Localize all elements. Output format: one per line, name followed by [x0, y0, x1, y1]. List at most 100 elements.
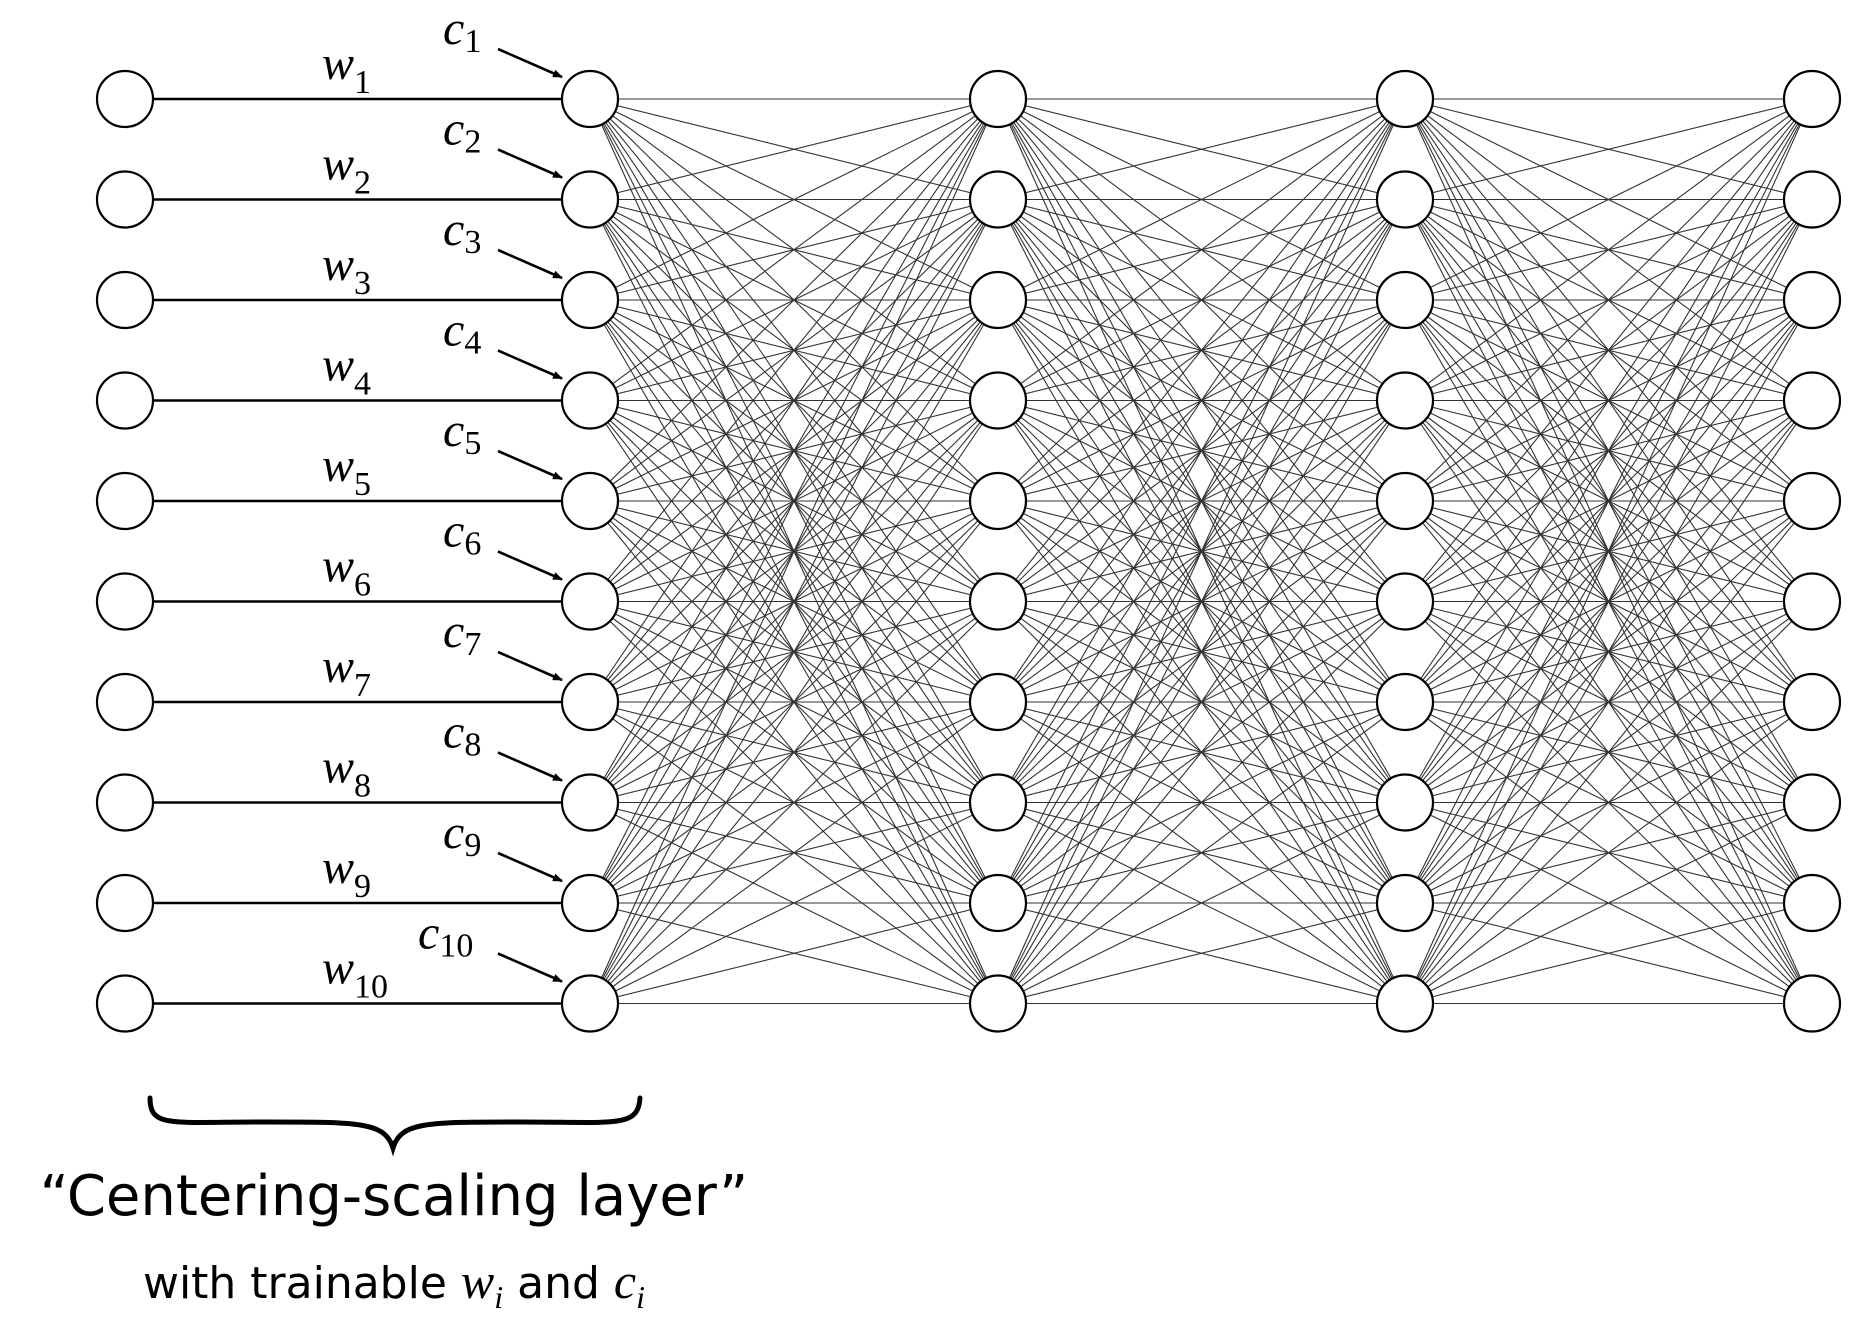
dense-edge [589, 98, 999, 904]
dense-edge [997, 98, 1406, 301]
center-arrow [497, 851, 563, 883]
neuron-node [1375, 170, 1435, 229]
dense-edge [997, 98, 1406, 703]
neuron-node [95, 170, 155, 229]
center-arrow [497, 248, 563, 280]
dense-edge [997, 98, 1406, 803]
weight-label: w7 [322, 640, 371, 704]
neuron-node [968, 270, 1028, 330]
dense-edge [1404, 98, 1813, 301]
neuron-node [95, 270, 155, 330]
caption-title: “Centering-scaling layer” [40, 1164, 748, 1229]
dense-edge [589, 299, 999, 1004]
neuron-node [560, 69, 620, 129]
neuron-node [1375, 672, 1435, 732]
neuron-node [1782, 69, 1842, 129]
weight-label: w8 [322, 741, 371, 805]
dense-edge [1404, 98, 1813, 904]
neuron-node [1375, 69, 1435, 129]
neuron-node [1782, 572, 1842, 631]
dense-edge [1404, 902, 1813, 1005]
neuron-node [968, 873, 1028, 933]
dense-edge [997, 199, 1406, 1004]
weight-label: w3 [322, 238, 371, 302]
center-arrow [497, 751, 563, 782]
neuron-node [968, 69, 1028, 129]
center-arrow [497, 349, 563, 380]
dense-edge [589, 98, 999, 602]
neuron-node [1782, 672, 1842, 732]
neuron-node [560, 270, 620, 330]
weight-label: w6 [322, 540, 371, 604]
neuron-node [1782, 270, 1842, 330]
neuron-node [560, 371, 620, 430]
center-label: c2 [443, 103, 481, 161]
center-arrow [497, 650, 563, 682]
center-label: c4 [443, 304, 481, 362]
dense-edge [1404, 601, 1813, 1004]
dense-edge [1404, 299, 1813, 1004]
neuron-node [1375, 773, 1435, 832]
dense-edge [1404, 98, 1813, 803]
input-connections [153, 97, 562, 1005]
dense-edge [589, 98, 999, 703]
dense-edge [1404, 802, 1813, 1004]
neuron-node [968, 371, 1028, 430]
neuron-node [560, 672, 620, 732]
dense-edge [589, 601, 999, 1004]
neuron-node [560, 471, 620, 531]
neuron-node [95, 471, 155, 531]
weight-label: w1 [322, 37, 371, 101]
weight-label: w5 [322, 439, 371, 503]
center-label: c1 [443, 2, 481, 60]
dense-edge [589, 199, 999, 1004]
dense-edge [1404, 98, 1813, 703]
neuron-node [1782, 773, 1842, 832]
dense-edge [1404, 98, 1813, 502]
neuron-node [968, 471, 1028, 531]
neuron-node [968, 170, 1028, 229]
neuron-node [1375, 974, 1435, 1033]
neuron-node [1782, 371, 1842, 430]
dense-edge [997, 98, 1406, 401]
neuron-node [968, 974, 1028, 1033]
dense-edge [1404, 199, 1813, 1004]
dense-edge [997, 98, 1406, 602]
dense-edge [997, 601, 1406, 1004]
dense-edge [589, 98, 999, 1004]
weight-label: w10 [322, 942, 388, 1006]
center-label: c8 [443, 706, 481, 764]
dense-connections [589, 98, 1813, 1005]
neuron-node [95, 572, 155, 631]
neuron-node [968, 672, 1028, 732]
weight-label: w9 [322, 841, 371, 905]
parameter-labels: w1c1w2c2w3c3w4c4w5c5w6c6w7c7w8c8w9c9w10c… [322, 2, 481, 1006]
neuron-node [968, 572, 1028, 631]
weight-label: w2 [322, 138, 371, 202]
neuron-node [560, 873, 620, 933]
dense-edge [589, 98, 999, 301]
neuron-node [95, 873, 155, 933]
dense-edge [1404, 98, 1813, 1004]
dense-edge [997, 802, 1406, 1004]
center-label: c9 [443, 806, 481, 864]
dense-edge [1404, 400, 1813, 1004]
center-arrow [497, 148, 563, 179]
caption-subtitle: with trainable wi and ci [143, 1253, 645, 1315]
center-arrow [497, 47, 563, 79]
dense-edge [589, 400, 999, 1004]
neuron-node [1782, 873, 1842, 933]
weight-label: w4 [322, 339, 371, 403]
dense-edge [1404, 98, 1813, 602]
neuron-node [95, 69, 155, 129]
neuron-node [560, 773, 620, 832]
dense-edge [589, 98, 999, 502]
neuron-node [560, 170, 620, 229]
dense-edge [997, 701, 1406, 1004]
dense-edge [589, 802, 999, 1004]
dense-edge [1404, 98, 1813, 201]
neuron-node [560, 974, 620, 1033]
dense-edge [997, 98, 1406, 502]
neuron-node [95, 773, 155, 832]
